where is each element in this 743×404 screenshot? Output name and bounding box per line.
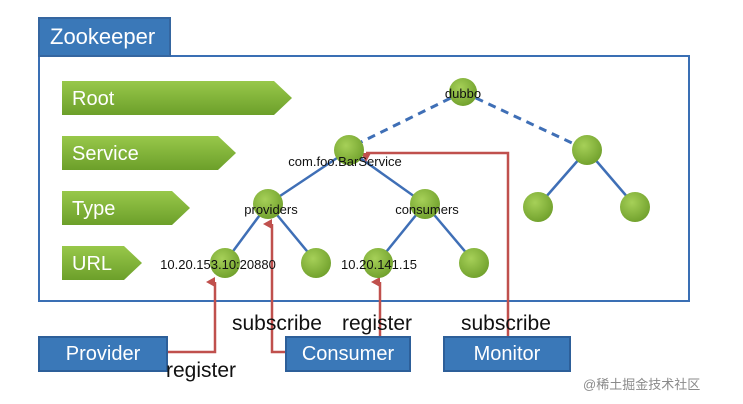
level-chevron-type: Type bbox=[62, 191, 190, 225]
node-service bbox=[334, 135, 364, 165]
node-label-consumer-url: 10.20.141.15 bbox=[341, 257, 417, 272]
level-label-type: Type bbox=[72, 198, 115, 220]
node-label-provider-url: 10.20.153.10:20880 bbox=[160, 257, 276, 272]
level-label-url: URL bbox=[72, 253, 112, 275]
monitor-box: Monitor bbox=[443, 336, 571, 372]
node-label-root: dubbo bbox=[445, 86, 481, 101]
node-consumer-url-2 bbox=[459, 248, 489, 278]
node-label-consumers: consumers bbox=[395, 202, 459, 217]
node-service2-child-b bbox=[620, 192, 650, 222]
zookeeper-title: Zookeeper bbox=[38, 17, 171, 57]
node-consumers bbox=[410, 189, 440, 219]
level-chevron-url: URL bbox=[62, 246, 142, 280]
node-providers bbox=[253, 189, 283, 219]
node-consumer-url bbox=[363, 248, 393, 278]
node-service-2 bbox=[572, 135, 602, 165]
watermark: @稀土掘金技术社区 bbox=[583, 377, 701, 392]
level-label-root: Root bbox=[72, 88, 115, 110]
edge-root-service bbox=[348, 90, 464, 150]
level-label-service: Service bbox=[72, 143, 139, 165]
arrow-provider-register bbox=[168, 277, 217, 354]
consumer-subscribe-label: subscribe bbox=[232, 312, 322, 335]
node-root bbox=[449, 78, 477, 106]
arrow-consumer-subscribe bbox=[263, 219, 285, 354]
edge-root-service-2 bbox=[462, 90, 588, 152]
monitor-subscribe-label: subscribe bbox=[461, 312, 551, 335]
node-provider-url-2 bbox=[301, 248, 331, 278]
node-label-providers: providers bbox=[244, 202, 298, 217]
provider-register-label: register bbox=[166, 359, 237, 382]
arrow-monitor-subscribe bbox=[361, 151, 510, 338]
node-service2-child-a bbox=[523, 192, 553, 222]
edge-service-providers bbox=[267, 148, 350, 206]
consumer-box: Consumer bbox=[285, 336, 411, 372]
level-chevron-service: Service bbox=[62, 136, 236, 170]
node-provider-url bbox=[210, 248, 240, 278]
provider-box: Provider bbox=[38, 336, 168, 372]
node-label-service: com.foo.BarService bbox=[288, 154, 401, 169]
level-chevron-root: Root bbox=[62, 81, 292, 115]
consumer-register-label: register bbox=[342, 312, 413, 335]
